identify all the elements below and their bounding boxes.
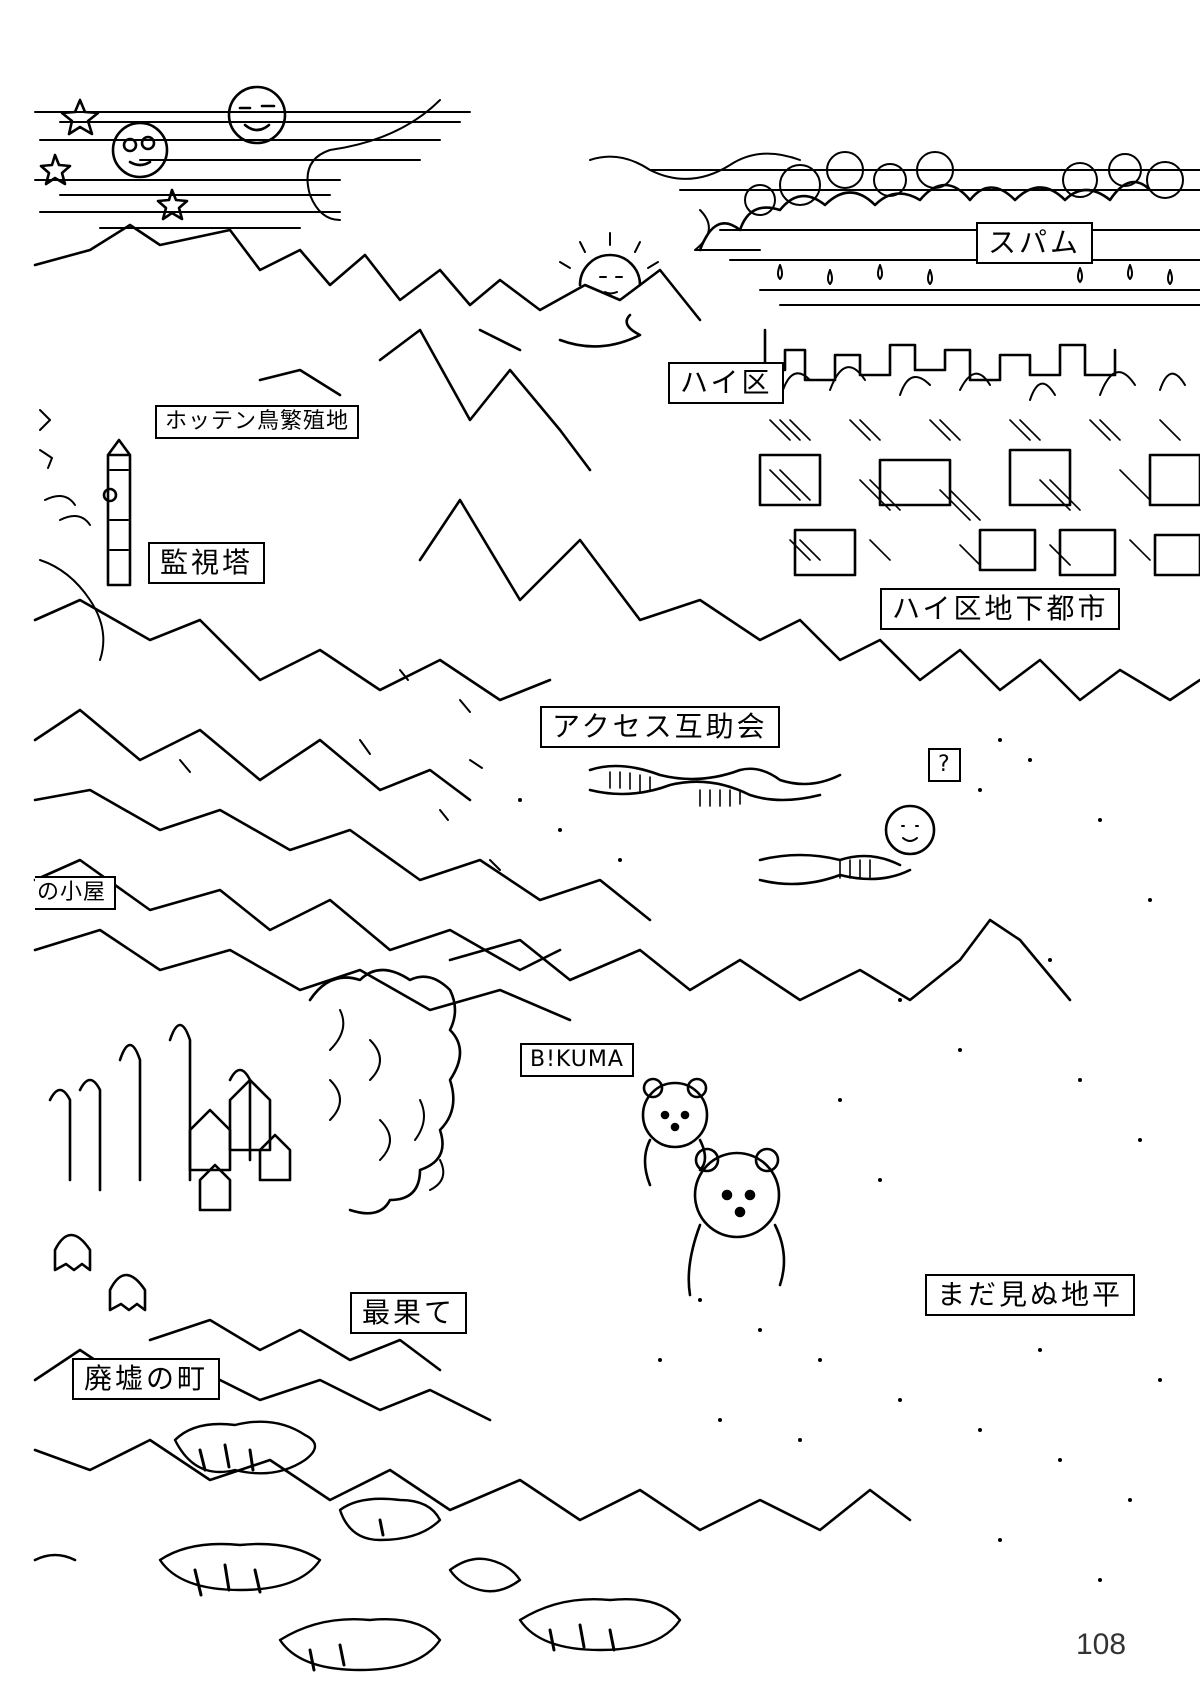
label-hai-ku-underground-city: ハイ区地下都市 (880, 588, 1121, 630)
label-question-mark: ? (928, 748, 961, 782)
night-sky (34, 85, 471, 229)
moon-face-icon (111, 121, 169, 179)
bear-icon (687, 1147, 786, 1297)
spam-cloud (589, 151, 1200, 306)
label-ruined-town: 廃墟の町 (72, 1358, 221, 1400)
label-spam: スパム (976, 222, 1094, 264)
star-icon (60, 98, 100, 136)
upper-mountains (33, 223, 702, 472)
label-bikuma: B!KUMA (520, 1043, 634, 1077)
label-access-mutual-aid: アクセス互助会 (540, 706, 780, 748)
bear-icon (641, 1077, 709, 1187)
moon-face-icon (227, 85, 287, 145)
label-saihate: 最果て (350, 1292, 468, 1334)
small-house-icon (188, 1078, 292, 1212)
page-number: 108 (1076, 1628, 1127, 1661)
bikuma-bears (641, 1077, 786, 1297)
ghost-icon (53, 1233, 147, 1312)
sun-icon (559, 232, 659, 295)
smiling-creature-icon (884, 804, 936, 856)
access-river (588, 764, 936, 886)
underground-hatching (769, 419, 1181, 566)
unseen-plains (518, 738, 1162, 1582)
forest (48, 968, 462, 1312)
hai-ku-city (758, 328, 1200, 577)
label-watchtower: 監視塔 (148, 542, 266, 584)
label-unseen-horizon: まだ見ぬ地平 (925, 1274, 1136, 1316)
label-hai-ku: ハイ区 (668, 362, 785, 404)
pits (158, 1420, 682, 1672)
label-hotten-breeding-ground: ホッテン鳥繁殖地 (155, 405, 360, 439)
watchtower-icon (102, 438, 132, 587)
lower-mountains (33, 1318, 912, 1562)
star-icon (39, 153, 72, 186)
label-village-partial: の小屋 (35, 876, 117, 910)
star-icon (156, 188, 189, 221)
